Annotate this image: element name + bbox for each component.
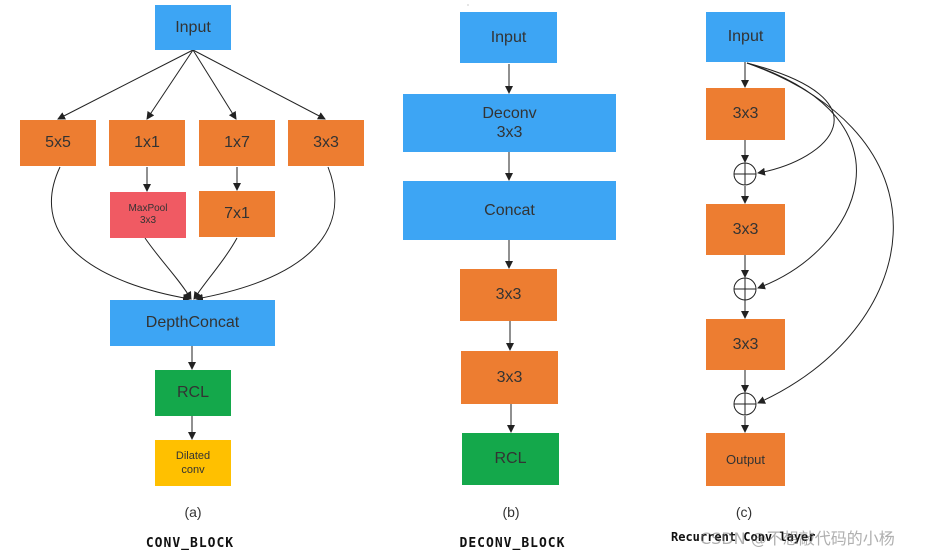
panel-a-dilated-label: Dilated conv	[175, 449, 211, 476]
arrow-5x5-to-depthconcat	[50, 166, 191, 302]
skip-input-to-sum1	[746, 62, 835, 176]
panel-a-7x1-label: 7x1	[224, 205, 250, 223]
panel-b-3x3a-label: 3x3	[495, 286, 522, 304]
panel-c-arrows	[741, 62, 894, 433]
panel-c-3x3a-box: 3x3	[706, 88, 785, 140]
panel-b-concat-box: Concat	[403, 181, 616, 240]
arrow-input-to-3x3	[192, 49, 326, 120]
panel-b-deconv-box: Deconv 3x3	[403, 94, 616, 152]
panel-c-3x3c-label: 3x3	[732, 335, 759, 353]
panel-a-3x3-box: 3x3	[288, 120, 364, 166]
panel-b-title: DECONV_BLOCK	[459, 536, 566, 551]
panel-b-rcl-box: RCL	[462, 433, 559, 485]
panel-b-input-box: Input	[460, 12, 557, 63]
panel-a-maxpool-box: MaxPool 3x3	[110, 192, 186, 238]
watermark: CSDN @不想敲代码的小杨	[700, 529, 895, 548]
panel-c-input-label: Input	[727, 28, 764, 46]
panel-b-arrows	[505, 64, 515, 433]
panel-a-1x1-label: 1x1	[134, 134, 160, 152]
panel-a-5x5-label: 5x5	[45, 134, 71, 152]
sum-node-3	[733, 392, 757, 416]
panel-b-3x3b-label: 3x3	[496, 368, 523, 386]
panel-a-input-label: Input	[175, 18, 211, 36]
skip-input-to-sum3	[746, 62, 894, 404]
panel-a-rcl-label: RCL	[176, 384, 209, 402]
panel-a-title: CONV_BLOCK	[145, 536, 235, 551]
panel-a-1x1-box: 1x1	[109, 120, 185, 166]
arrow-maxpool-to-depthconcat	[144, 237, 192, 300]
panel-c-title: Recurrent Conv layer	[671, 530, 816, 544]
panel-c-3x3b-box: 3x3	[706, 204, 785, 255]
panel-c-3x3a-label: 3x3	[732, 105, 759, 123]
panel-a-5x5-box: 5x5	[20, 120, 96, 166]
panel-b-3x3b-box: 3x3	[461, 351, 558, 404]
panel-b-deconv-label: Deconv 3x3	[482, 104, 537, 141]
panel-c-output-box: Output	[706, 433, 785, 486]
panel-b-input-label: Input	[490, 28, 527, 46]
panel-c-input-box: Input	[706, 12, 785, 62]
panel-b-rcl-label: RCL	[494, 450, 527, 468]
panel-a-1x7-box: 1x7	[199, 120, 275, 166]
panel-a-depthconcat-box: DepthConcat	[110, 300, 275, 346]
panel-a-input-box: Input	[155, 5, 231, 50]
panel-a-rcl-box: RCL	[155, 370, 231, 416]
panel-c-3x3c-box: 3x3	[706, 319, 785, 370]
panel-c-output-label: Output	[725, 451, 766, 467]
panel-a-dilated-box: Dilated conv	[155, 440, 231, 486]
panel-a-caption: (a)	[184, 504, 202, 520]
sum-node-1	[733, 162, 757, 186]
panel-b-caption: (b)	[502, 504, 520, 520]
panel-b-3x3a-box: 3x3	[460, 269, 557, 321]
panel-c-caption: (c)	[735, 504, 753, 520]
panel-a-depthconcat-label: DepthConcat	[145, 314, 240, 332]
arrow-3x3-to-depthconcat	[195, 166, 336, 302]
panel-a-3x3-label: 3x3	[313, 134, 339, 152]
panel-a-7x1-box: 7x1	[199, 191, 275, 237]
sum-node-2	[733, 277, 757, 301]
panel-a-arrows	[50, 49, 336, 440]
panel-a-maxpool-label: MaxPool 3x3	[128, 202, 168, 227]
panel-c-3x3b-label: 3x3	[732, 220, 759, 238]
panel-a-1x7-label: 1x7	[224, 134, 250, 152]
arrow-7x1-to-depthconcat	[193, 237, 238, 300]
arrow-input-to-5x5	[57, 49, 194, 120]
panel-b-concat-label: Concat	[484, 201, 535, 219]
arrow-input-to-1x1	[146, 49, 194, 120]
arrow-input-to-1x7	[192, 49, 237, 120]
